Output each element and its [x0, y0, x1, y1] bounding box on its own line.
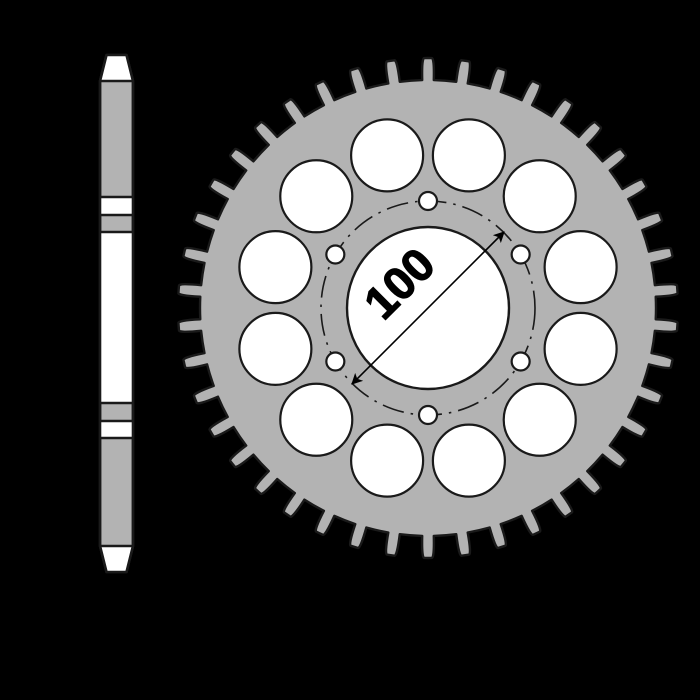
lightening-hole: [431, 423, 506, 498]
bolt-hole: [325, 351, 346, 372]
bolt-hole: [417, 404, 439, 426]
bolt-hole: [325, 244, 346, 265]
sprocket-front-view: 100: [177, 56, 679, 560]
lightening-hole: [279, 382, 354, 457]
lightening-hole: [543, 311, 618, 386]
lightening-hole: [238, 230, 313, 305]
bolt-hole: [510, 351, 531, 372]
bolt-hole: [417, 190, 439, 212]
lightening-hole: [502, 159, 577, 234]
side-view-web-band: [100, 232, 133, 403]
bolt-hole: [510, 244, 531, 265]
side-view-groove-band: [100, 421, 133, 438]
bolt-hole-group: [325, 190, 531, 426]
lightening-hole: [350, 423, 425, 498]
lightening-hole: [543, 230, 618, 305]
side-view-bands: [100, 55, 133, 572]
sprocket-side-view: [98, 53, 135, 574]
lightening-hole-group: [238, 118, 618, 498]
lightening-hole: [431, 118, 506, 193]
lightening-hole: [238, 311, 313, 386]
lightening-hole: [279, 159, 354, 234]
side-view-groove-band: [100, 197, 133, 215]
lightening-hole: [350, 118, 425, 193]
side-view-outline-overlay: [98, 53, 135, 574]
dimension-line: [351, 231, 505, 385]
lightening-hole: [502, 382, 577, 457]
